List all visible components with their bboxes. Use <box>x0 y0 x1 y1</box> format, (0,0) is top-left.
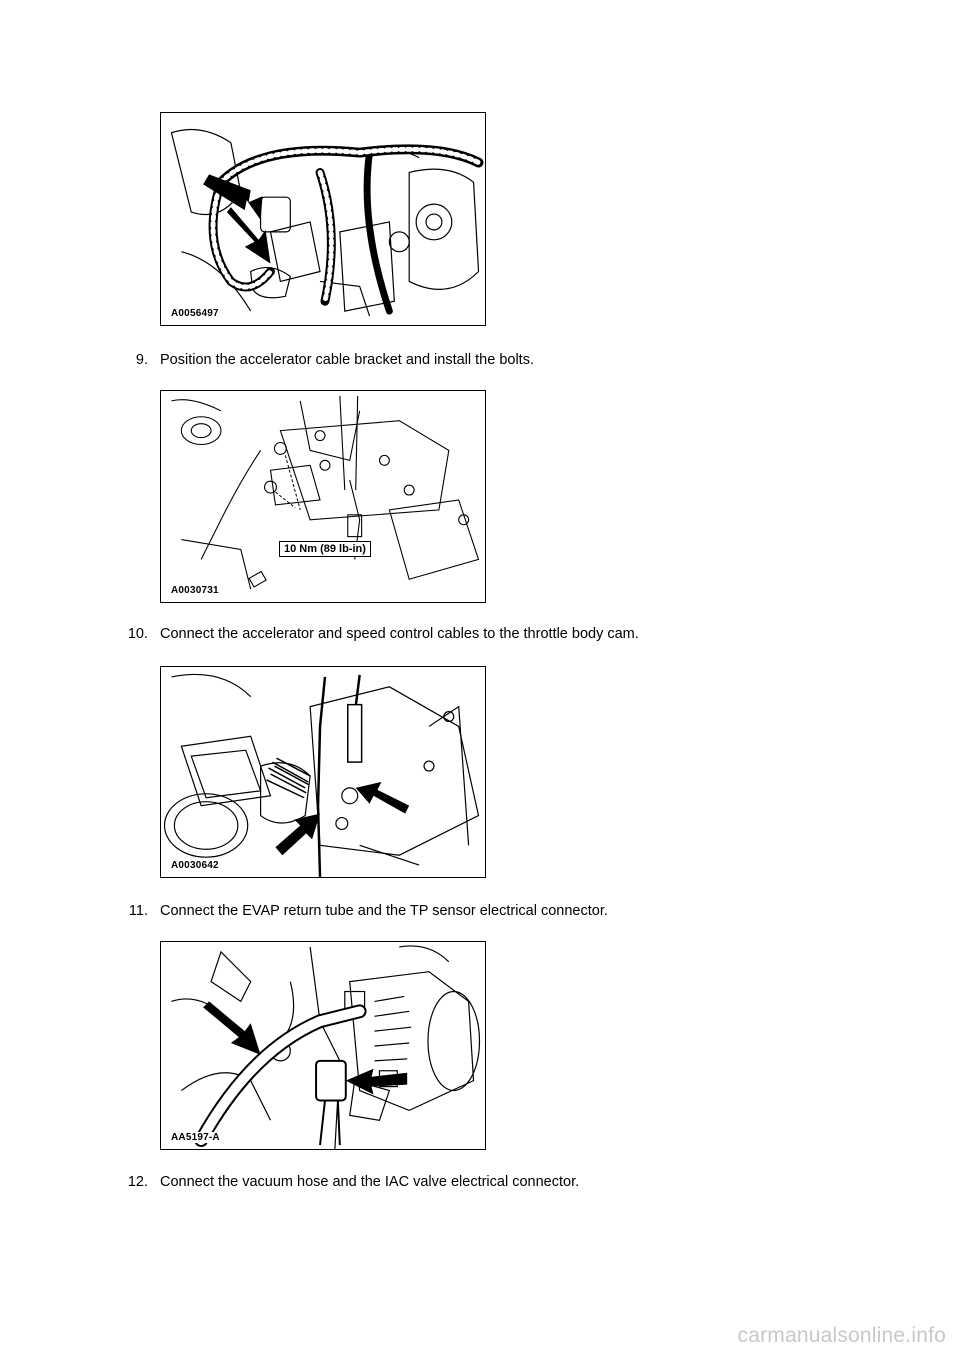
engine-illustration-2 <box>171 395 480 590</box>
figure-id: A0056497 <box>169 308 221 319</box>
step-number: 10. <box>127 626 148 642</box>
step-text: Position the accelerator cable bracket a… <box>160 352 534 368</box>
watermark: carmanualsonline.info <box>737 1324 946 1347</box>
figure-evap-tube-tp-sensor: AA5197-A <box>160 941 486 1150</box>
figure-id: A0030731 <box>169 585 221 596</box>
engine-illustration-1 <box>170 128 484 317</box>
step-number: 12. <box>127 1174 148 1190</box>
figure-id: A0030642 <box>169 860 221 871</box>
step-text: Connect the vacuum hose and the IAC valv… <box>160 1174 580 1190</box>
figure-throttle-body-cam-cables: A0030642 <box>160 666 486 878</box>
step-text: Connect the accelerator and speed contro… <box>160 626 639 642</box>
figure-wiring-harness-connectors: A0056497 <box>160 112 486 326</box>
step-number: 9. <box>135 352 148 368</box>
engine-illustration-3 <box>163 673 480 877</box>
figure-accelerator-cable-bracket: 10 Nm (89 lb-in) A0030731 <box>160 390 486 603</box>
step-text: Connect the EVAP return tube and the TP … <box>160 903 608 919</box>
torque-callout: 10 Nm (89 lb-in) <box>279 541 371 557</box>
engine-illustration-4 <box>171 945 481 1149</box>
step-number: 11. <box>128 903 148 919</box>
figure-id: AA5197-A <box>169 1132 222 1143</box>
